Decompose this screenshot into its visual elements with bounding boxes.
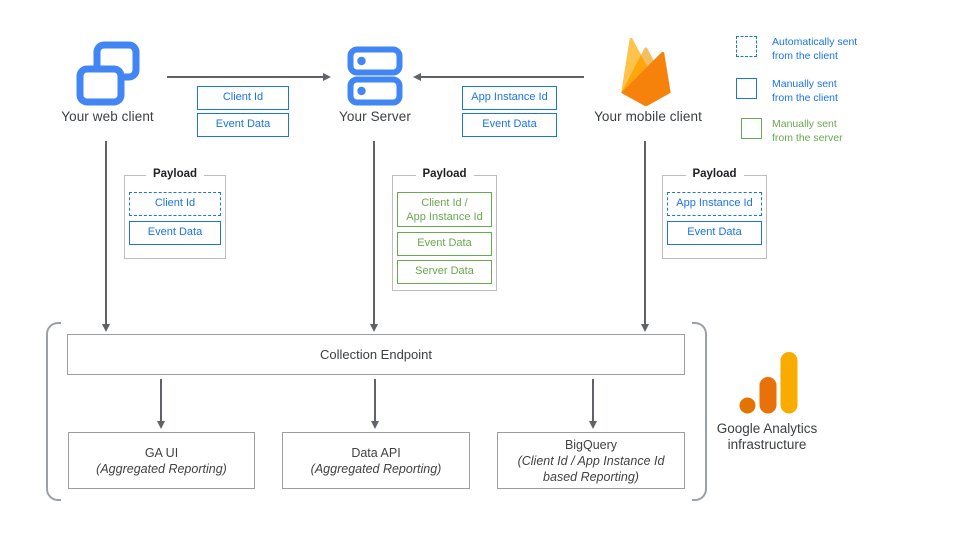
data-api-title: Data API xyxy=(351,445,401,460)
arrow-server-to-endpoint xyxy=(369,141,378,332)
bigquery-subtitle-line2: based Reporting) xyxy=(543,469,639,484)
payload-item-line: Client Id / xyxy=(421,197,468,209)
collection-endpoint-box: Collection Endpoint xyxy=(67,334,685,375)
arrow-mobile-to-server xyxy=(413,72,584,81)
legend-line: Manually sent xyxy=(772,78,837,90)
payload-box-web: Payload Client Id Event Data xyxy=(124,168,226,259)
legend-line: from the client xyxy=(772,49,838,62)
ga-infrastructure-line1: Google Analytics xyxy=(716,421,818,436)
payload-title: Payload xyxy=(145,168,205,180)
ga-infrastructure-label: Google Analytics infrastructure xyxy=(697,421,837,453)
legend-label-manual-client: Manually sent from the client xyxy=(772,78,932,105)
payload-box-mobile: Payload App Instance Id Event Data xyxy=(662,168,767,259)
flow-label-client-id: Client Id xyxy=(197,86,289,110)
infrastructure-bracket-right xyxy=(692,322,707,501)
flow-label-app-instance-id: App Instance Id xyxy=(462,86,557,110)
google-analytics-logo xyxy=(739,352,798,414)
data-api-subtitle: (Aggregated Reporting) xyxy=(310,461,442,476)
infrastructure-bracket-left xyxy=(46,322,61,501)
arrow-endpoint-to-bigquery xyxy=(588,379,597,429)
data-api-box: Data API (Aggregated Reporting) xyxy=(282,432,470,489)
ga-infrastructure-line2: infrastructure xyxy=(727,437,807,452)
ga-ui-title: GA UI xyxy=(144,445,179,460)
payload-item-event-data: Event Data xyxy=(129,220,221,245)
server-icon xyxy=(347,46,403,106)
arrow-endpoint-to-data-api xyxy=(370,379,379,429)
payload-item-app-instance-id: App Instance Id xyxy=(667,192,762,216)
arrow-mobile-to-endpoint xyxy=(640,141,649,332)
legend-line: from the client xyxy=(772,91,838,104)
legend-line: Automatically sent xyxy=(772,36,858,48)
arrow-endpoint-to-ga-ui xyxy=(156,379,165,429)
ga-ui-box: GA UI (Aggregated Reporting) xyxy=(68,432,255,489)
legend-swatch-dashed-blue xyxy=(736,36,757,57)
bigquery-subtitle-line1: (Client Id / App Instance Id xyxy=(517,453,665,468)
bigquery-box: BigQuery (Client Id / App Instance Id ba… xyxy=(497,432,685,489)
firebase-icon xyxy=(621,38,671,106)
bigquery-title: BigQuery xyxy=(564,437,618,452)
arrow-web-to-server xyxy=(167,72,331,81)
legend-label-auto-client: Automatically sent from the client xyxy=(772,36,932,63)
legend-line: Manually sent xyxy=(772,118,837,130)
legend-swatch-solid-blue xyxy=(736,78,757,99)
ga-ui-subtitle: (Aggregated Reporting) xyxy=(96,461,227,476)
payload-item-event-data: Event Data xyxy=(397,231,492,256)
payload-title: Payload xyxy=(415,168,474,180)
payload-item-server-data: Server Data xyxy=(397,260,492,284)
legend-swatch-solid-green xyxy=(741,118,762,139)
payload-title: Payload xyxy=(685,168,744,180)
flow-label-event-data: Event Data xyxy=(197,113,289,137)
mobile-client-label: Your mobile client xyxy=(594,109,702,124)
flow-label-event-data-mobile: Event Data xyxy=(462,113,557,137)
legend-line: from the server xyxy=(772,131,843,144)
payload-item-client-or-app-id: Client Id / App Instance Id xyxy=(397,192,492,227)
web-client-icon xyxy=(76,41,140,106)
arrow-web-to-endpoint xyxy=(101,141,110,332)
payload-item-line: App Instance Id xyxy=(406,211,483,223)
payload-item-client-id: Client Id xyxy=(129,192,221,216)
legend-label-manual-server: Manually sent from the server xyxy=(772,118,932,145)
payload-item-event-data: Event Data xyxy=(667,220,762,245)
payload-box-server: Payload Client Id / App Instance Id Even… xyxy=(392,168,497,291)
server-label: Your Server xyxy=(339,109,411,124)
web-client-label: Your web client xyxy=(61,109,154,124)
